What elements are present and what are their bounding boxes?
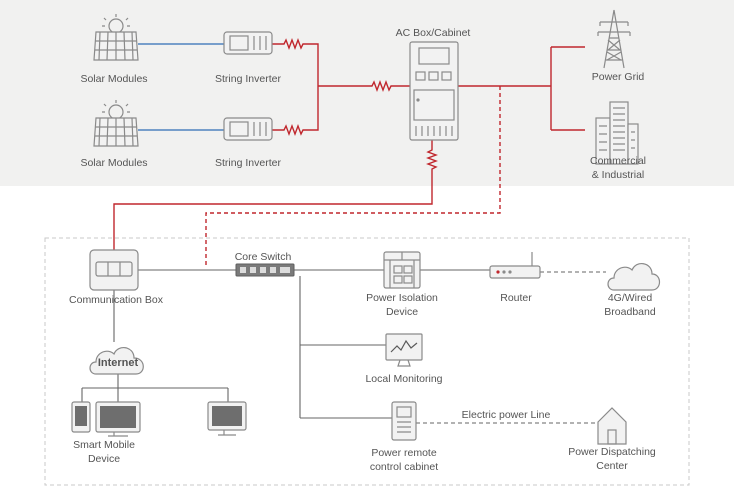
remote-cabinet-label-2: control cabinet bbox=[370, 461, 438, 473]
cloud-icon bbox=[89, 347, 144, 375]
monitor-icon bbox=[95, 401, 141, 437]
remote-cabinet-icon bbox=[391, 401, 417, 441]
solar-panel-icon bbox=[93, 100, 139, 147]
ac-box-label: AC Box/Cabinet bbox=[396, 27, 471, 39]
industrial-label: & Industrial bbox=[592, 169, 645, 181]
isolation-device-icon bbox=[383, 251, 421, 289]
smart-mobile-label-2: Device bbox=[88, 453, 120, 465]
comm-region bbox=[44, 237, 690, 486]
core-switch-label: Core Switch bbox=[235, 251, 292, 263]
internet-label: Internet bbox=[98, 357, 139, 369]
solar-modules-label: Solar Modules bbox=[80, 73, 147, 85]
power-grid-label: Power Grid bbox=[592, 71, 645, 83]
local-monitoring-label: Local Monitoring bbox=[365, 373, 442, 385]
house-icon bbox=[597, 407, 627, 445]
router-icon bbox=[489, 252, 541, 279]
string-inverter-label: String Inverter bbox=[215, 73, 281, 85]
broadband-label-2: Broadband bbox=[604, 306, 656, 318]
isolation-device-label: Power Isolation bbox=[366, 292, 438, 304]
string-inverter-label: String Inverter bbox=[215, 157, 281, 169]
dc-lines bbox=[138, 43, 224, 131]
labels: Solar Modules Solar Modules String Inver… bbox=[69, 27, 656, 473]
electric-line-label: Electric power Line bbox=[462, 409, 551, 421]
router-label: Router bbox=[500, 292, 532, 304]
power-lines bbox=[113, 38, 585, 268]
transmission-tower-icon bbox=[597, 9, 631, 69]
solar-modules-label: Solar Modules bbox=[80, 157, 147, 169]
communication-box-icon bbox=[89, 249, 139, 291]
monitor-icon bbox=[207, 401, 247, 436]
inverter-icon bbox=[223, 117, 273, 141]
remote-cabinet-label: Power remote bbox=[371, 447, 437, 459]
communication-box-label: Communication Box bbox=[69, 294, 164, 306]
isolation-device-label-2: Device bbox=[386, 306, 418, 318]
dispatching-label: Power Dispatching bbox=[568, 446, 656, 458]
smart-mobile-label: Smart Mobile bbox=[73, 439, 135, 451]
monitor-icon bbox=[385, 333, 423, 367]
commercial-label: Commercial bbox=[590, 155, 646, 167]
cabinet-icon bbox=[409, 41, 459, 141]
comm-lines bbox=[81, 269, 606, 424]
dispatching-label-2: Center bbox=[596, 460, 628, 472]
inverter-icon bbox=[223, 31, 273, 55]
broadband-label: 4G/Wired bbox=[608, 292, 653, 304]
switch-icon bbox=[235, 263, 295, 277]
cloud-icon bbox=[607, 263, 661, 291]
solar-panel-icon bbox=[93, 14, 139, 61]
building-icon bbox=[595, 101, 639, 165]
tablet-icon bbox=[71, 401, 91, 433]
